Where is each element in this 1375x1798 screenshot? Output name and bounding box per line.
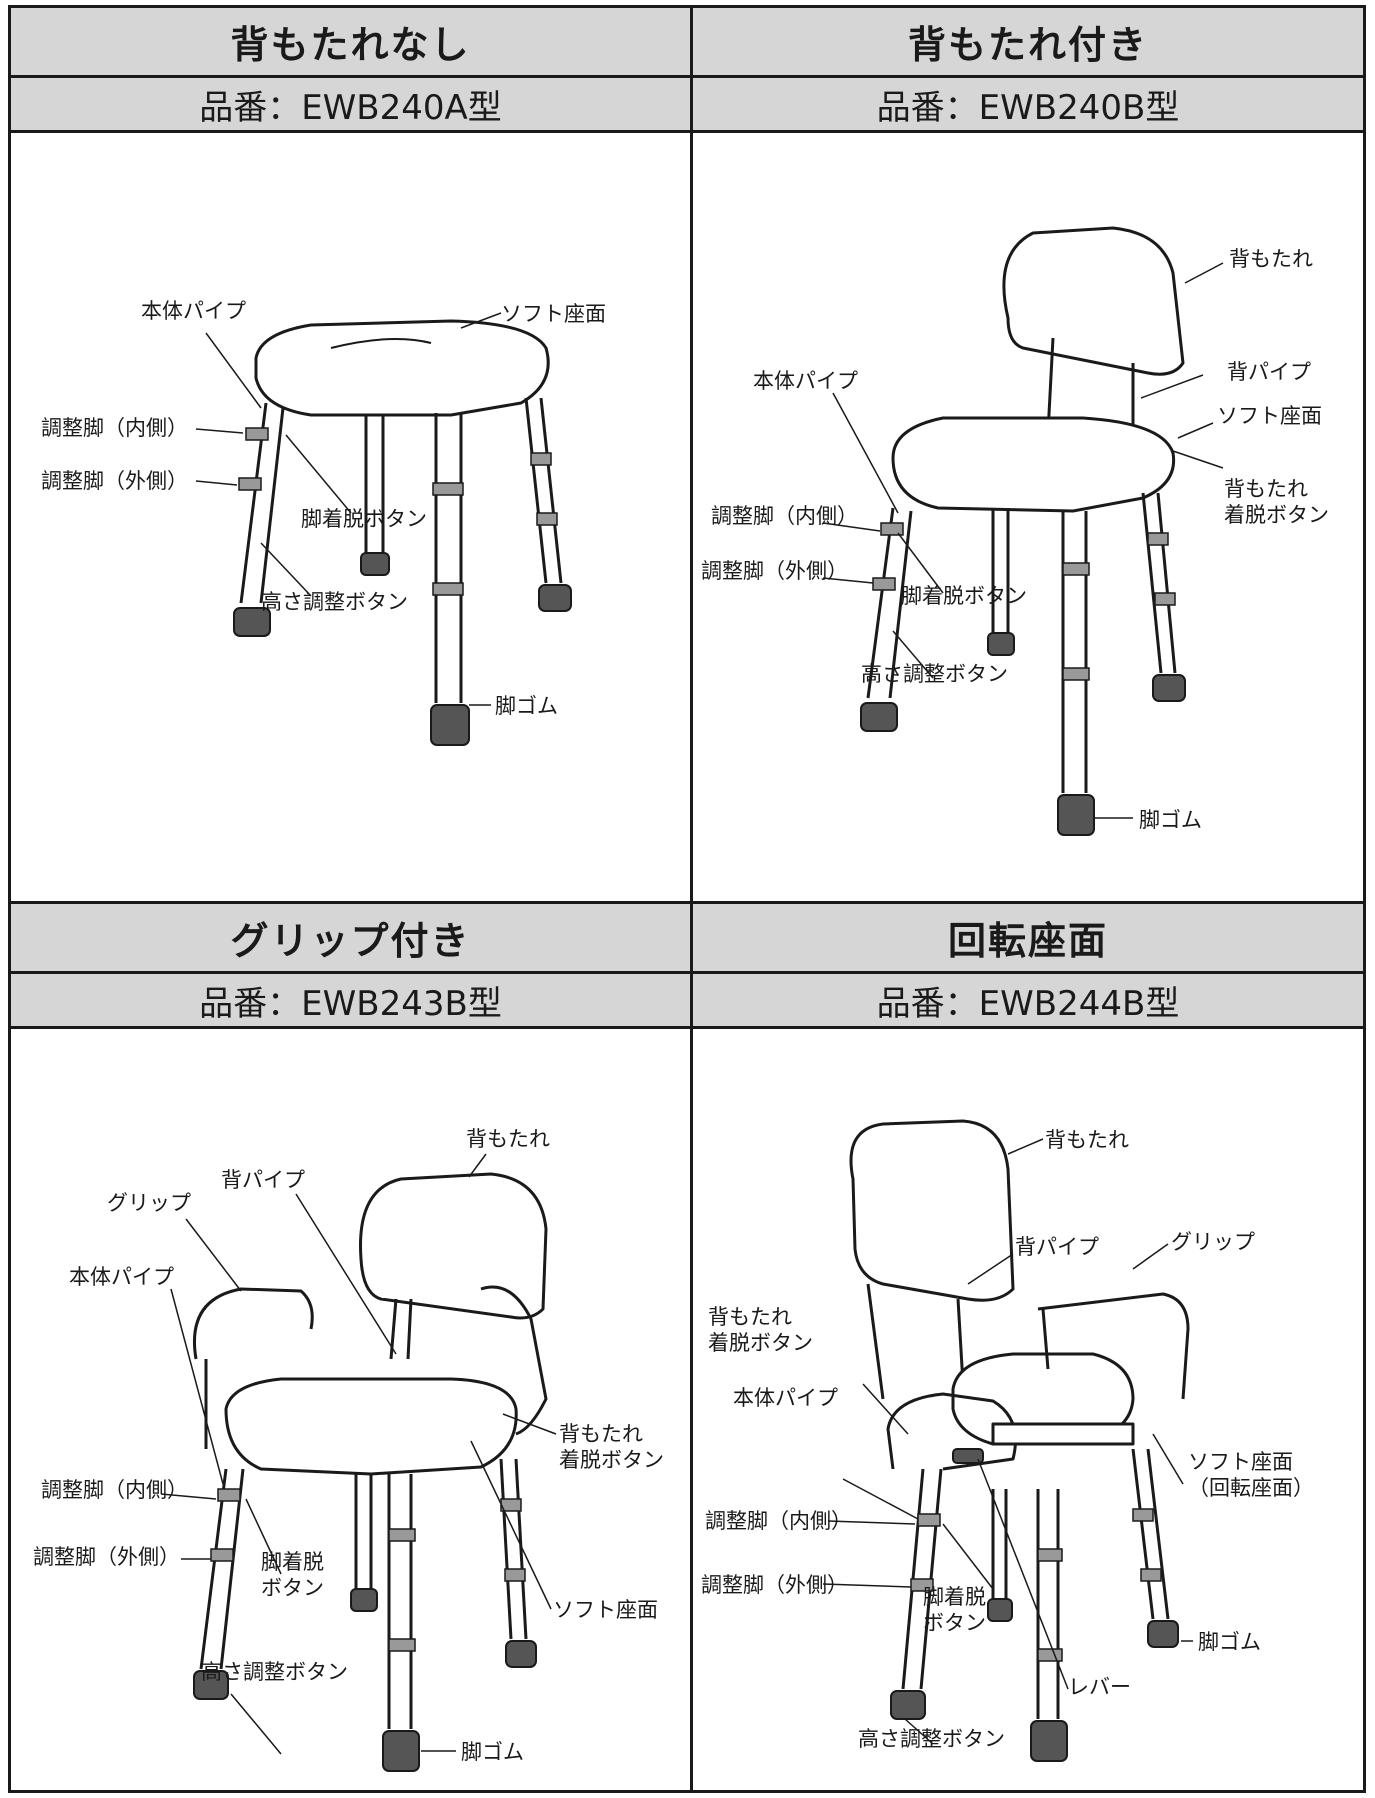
model-number: 品番：EWB240B型 bbox=[693, 78, 1363, 133]
label-soft-seat: ソフト座面 bbox=[553, 1598, 658, 1622]
label-leg-rubber: 脚ゴム bbox=[1139, 808, 1202, 832]
label-back-pipe: 背パイプ bbox=[1227, 360, 1311, 384]
label-back-pipe: 背パイプ bbox=[221, 1168, 305, 1192]
label-body-pipe: 本体パイプ bbox=[141, 299, 246, 323]
column-divider bbox=[690, 8, 693, 1790]
label-back-pipe: 背パイプ bbox=[1015, 1235, 1099, 1259]
chair-drawing bbox=[822, 1119, 1193, 1762]
panel-title: 回転座面 bbox=[693, 904, 1363, 974]
label-leg-rubber: 脚ゴム bbox=[495, 694, 558, 718]
panel-title: グリップ付き bbox=[11, 904, 690, 974]
model-number: 品番：EWB244B型 bbox=[693, 974, 1363, 1029]
panel-rotating-seat: 回転座面 品番：EWB244B型 bbox=[693, 904, 1363, 1790]
label-leg-release-button: 脚着脱ボタン bbox=[301, 507, 427, 531]
label-lever: レバー bbox=[1068, 1675, 1131, 1699]
label-adjust-leg-outer: 調整脚（外側） bbox=[701, 1573, 848, 1597]
chair-illustration-no-backrest: 本体パイプ ソフト座面 調整脚（内側） 調整脚（外側） 脚着脱ボタン 高さ調整ボ… bbox=[11, 133, 690, 901]
label-grip: グリップ bbox=[1171, 1230, 1255, 1254]
label-body-pipe: 本体パイプ bbox=[69, 1265, 174, 1289]
label-height-adjust-button: 高さ調整ボタン bbox=[861, 662, 1008, 686]
chair-illustration-with-backrest: 背もたれ 背パイプ 本体パイプ ソフト座面 背もたれ 着脱ボタン 調整脚（内側）… bbox=[693, 133, 1363, 901]
label-backrest-release-button: 背もたれ 着脱ボタン bbox=[559, 1422, 664, 1473]
label-leg-release-button: 脚着脱ボタン bbox=[901, 584, 1027, 608]
panel-title: 背もたれなし bbox=[11, 8, 690, 78]
panel-no-backrest: 背もたれなし 品番：EWB240A型 bbox=[11, 8, 690, 901]
label-backrest-release-button: 背もたれ 着脱ボタン bbox=[1224, 477, 1329, 528]
label-soft-seat: ソフト座面 bbox=[1217, 404, 1322, 428]
label-height-adjust-button: 高さ調整ボタン bbox=[201, 1660, 348, 1684]
model-number: 品番：EWB240A型 bbox=[11, 78, 690, 133]
label-adjust-leg-inner: 調整脚（内側） bbox=[41, 416, 188, 440]
label-body-pipe: 本体パイプ bbox=[753, 369, 858, 393]
panel-title: 背もたれ付き bbox=[693, 8, 1363, 78]
label-leg-release-button: 脚着脱 ボタン bbox=[923, 1585, 986, 1636]
label-body-pipe: 本体パイプ bbox=[733, 1386, 838, 1410]
label-backrest: 背もたれ bbox=[1045, 1128, 1129, 1152]
label-backrest-release-button: 背もたれ 着脱ボタン bbox=[708, 1305, 813, 1356]
label-height-adjust-button: 高さ調整ボタン bbox=[261, 590, 408, 614]
label-adjust-leg-outer: 調整脚（外側） bbox=[33, 1545, 180, 1569]
label-soft-seat: ソフト座面 bbox=[501, 302, 606, 326]
label-leg-rubber: 脚ゴム bbox=[1198, 1630, 1261, 1654]
chair-drawing bbox=[195, 312, 572, 746]
label-adjust-leg-outer: 調整脚（外側） bbox=[41, 469, 188, 493]
label-adjust-leg-inner: 調整脚（内側） bbox=[41, 1478, 188, 1502]
chair-drawing bbox=[160, 1153, 557, 1772]
panel-with-backrest: 背もたれ付き 品番：EWB240B型 bbox=[693, 8, 1363, 901]
label-adjust-leg-outer: 調整脚（外側） bbox=[701, 559, 848, 583]
panel-with-grip: グリップ付き 品番：EWB243B型 bbox=[11, 904, 690, 1790]
label-backrest: 背もたれ bbox=[1229, 247, 1313, 271]
label-height-adjust-button: 高さ調整ボタン bbox=[858, 1727, 1005, 1751]
row-divider bbox=[11, 901, 1363, 904]
label-leg-rubber: 脚ゴム bbox=[461, 1740, 524, 1764]
label-leg-release-button: 脚着脱 ボタン bbox=[261, 1550, 324, 1601]
chair-illustration-rotating-seat: 背もたれ 背パイプ グリップ 背もたれ 着脱ボタン 本体パイプ ソフト座面 （回… bbox=[693, 1029, 1363, 1790]
label-adjust-leg-inner: 調整脚（内側） bbox=[705, 1509, 852, 1533]
chair-illustration-with-grip: 背もたれ 背パイプ グリップ 本体パイプ 背もたれ 着脱ボタン 調整脚（内側） … bbox=[11, 1029, 690, 1790]
label-adjust-leg-inner: 調整脚（内側） bbox=[711, 504, 858, 528]
model-number: 品番：EWB243B型 bbox=[11, 974, 690, 1029]
chair-drawing bbox=[822, 226, 1224, 836]
label-soft-seat-rotating: ソフト座面 （回転座面） bbox=[1188, 1450, 1314, 1501]
label-grip: グリップ bbox=[107, 1191, 191, 1215]
label-backrest: 背もたれ bbox=[466, 1127, 550, 1151]
product-grid: 背もたれなし 品番：EWB240A型 bbox=[8, 5, 1366, 1793]
